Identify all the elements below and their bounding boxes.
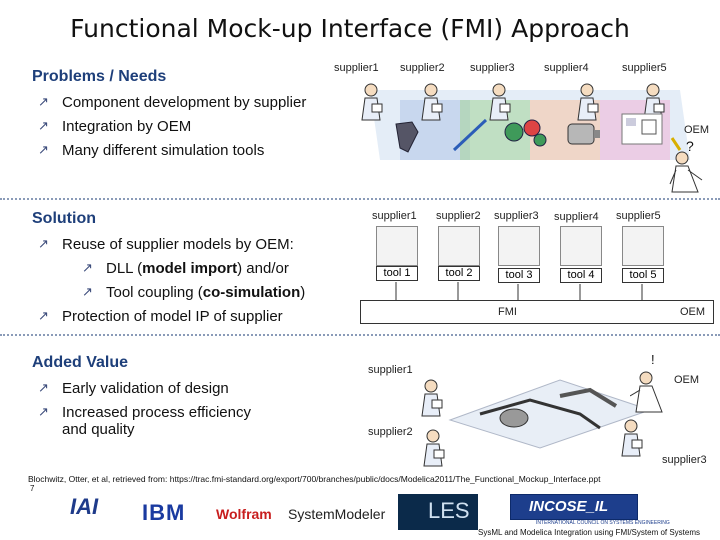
section-divider	[0, 334, 720, 336]
incose-subtitle: INTERNATIONAL COUNCIL ON SYSTEMS ENGINEE…	[536, 520, 670, 526]
tool-box: tool 4	[560, 268, 602, 283]
engineer-icon	[423, 429, 445, 467]
component-thumbnail	[622, 226, 664, 266]
supplier-label: supplier3	[470, 62, 515, 74]
gear-train-icon	[504, 119, 547, 147]
system-modeler-logo: SystemModeler	[288, 506, 386, 522]
problems-item-3: ↗Many different simulation tools	[38, 142, 265, 159]
component-thumbnail	[560, 226, 602, 266]
supplier-label: supplier3	[494, 210, 539, 222]
engineer-icon	[421, 83, 443, 121]
exclamation-mark: !	[651, 352, 655, 367]
oem-label: OEM	[684, 124, 710, 136]
oem-person-icon	[630, 371, 663, 413]
arrow-bullet-icon: ↗	[38, 236, 49, 251]
component-thumbnail	[438, 226, 480, 266]
engineer-icon	[361, 83, 383, 121]
problems-item-2: ↗Integration by OEM	[38, 118, 192, 135]
motor-icon	[567, 123, 600, 145]
tool-connectors	[395, 282, 643, 300]
arrow-bullet-icon: ↗	[38, 380, 49, 395]
fmi-label: FMI	[498, 306, 517, 318]
section-divider	[0, 198, 720, 200]
oem-label: OEM	[680, 306, 706, 318]
controller-diagram-icon	[621, 113, 663, 145]
tool-box: tool 2	[438, 266, 480, 281]
supplier-label: supplier2	[436, 210, 481, 222]
solution-subitem-2: ↗Tool coupling (co-simulation)	[82, 284, 306, 301]
problems-item-1: ↗Component development by supplier	[38, 94, 307, 111]
solution-heading: Solution	[32, 210, 96, 227]
added-value-heading: Added Value	[32, 354, 129, 371]
added-value-item-1: ↗Early validation of design	[38, 380, 229, 397]
wolfram-logo: Wolfram	[216, 506, 272, 522]
supplier-label: supplier5	[622, 62, 667, 74]
fmi-bar	[360, 300, 714, 324]
problems-heading: Problems / Needs	[32, 68, 167, 85]
les-logo: LES	[398, 494, 478, 530]
ibm-logo: IBM	[142, 500, 186, 525]
component-thumbnail	[376, 226, 418, 266]
supplier-label: supplier1	[368, 364, 413, 376]
iai-logo: IAI	[70, 494, 99, 519]
question-mark: ?	[686, 138, 694, 154]
arrow-bullet-icon: ↗	[38, 118, 49, 133]
tool-box: tool 1	[376, 266, 418, 281]
arrow-bullet-icon: ↗	[38, 142, 49, 157]
component-thumbnail	[498, 226, 540, 266]
pencil-icon	[670, 137, 682, 151]
oem-person-icon	[669, 151, 703, 193]
supplier-label: supplier2	[368, 426, 413, 438]
engineer-icon	[489, 83, 511, 121]
supplier-label: supplier5	[616, 210, 661, 222]
incose-logo: INCOSE_IL	[510, 494, 638, 520]
footer-caption: SysML and Modelica Integration using FMI…	[478, 528, 701, 537]
reference-text: Blochwitz, Otter, et al, retrieved from:…	[28, 474, 601, 484]
supplier-label: supplier3	[662, 454, 707, 466]
arrow-bullet-icon: ↗	[82, 260, 93, 275]
arrow-bullet-icon: ↗	[38, 404, 49, 419]
solution-item-2: ↗Protection of model IP of supplier	[38, 308, 283, 325]
arrow-bullet-icon: ↗	[38, 308, 49, 323]
axle-part-icon	[452, 118, 488, 152]
engineer-icon	[421, 379, 443, 417]
vehicle-assembly-graphic	[448, 379, 652, 449]
added-value-item-2: ↗Increased process efficiency and qualit…	[38, 404, 251, 438]
arrow-bullet-icon: ↗	[82, 284, 93, 299]
supplier-label: supplier4	[544, 62, 589, 74]
solution-item-1: ↗Reuse of supplier models by OEM:	[38, 236, 294, 253]
page-title: Functional Mock-up Interface (FMI) Appro…	[70, 14, 630, 43]
tool-box: tool 3	[498, 268, 540, 283]
engineer-icon	[621, 419, 643, 457]
supplier-label: supplier1	[372, 210, 417, 222]
solution-subitem-1: ↗DLL (model import) and/or	[82, 260, 289, 277]
mechanical-part-icon	[395, 121, 419, 153]
supplier-label: supplier4	[554, 211, 599, 223]
supplier-label: supplier1	[334, 62, 379, 74]
oem-label: OEM	[674, 374, 700, 386]
supplier-label: supplier2	[400, 62, 445, 74]
page-number: 7	[30, 484, 35, 493]
engineer-icon	[577, 83, 599, 121]
tool-box: tool 5	[622, 268, 664, 283]
arrow-bullet-icon: ↗	[38, 94, 49, 109]
